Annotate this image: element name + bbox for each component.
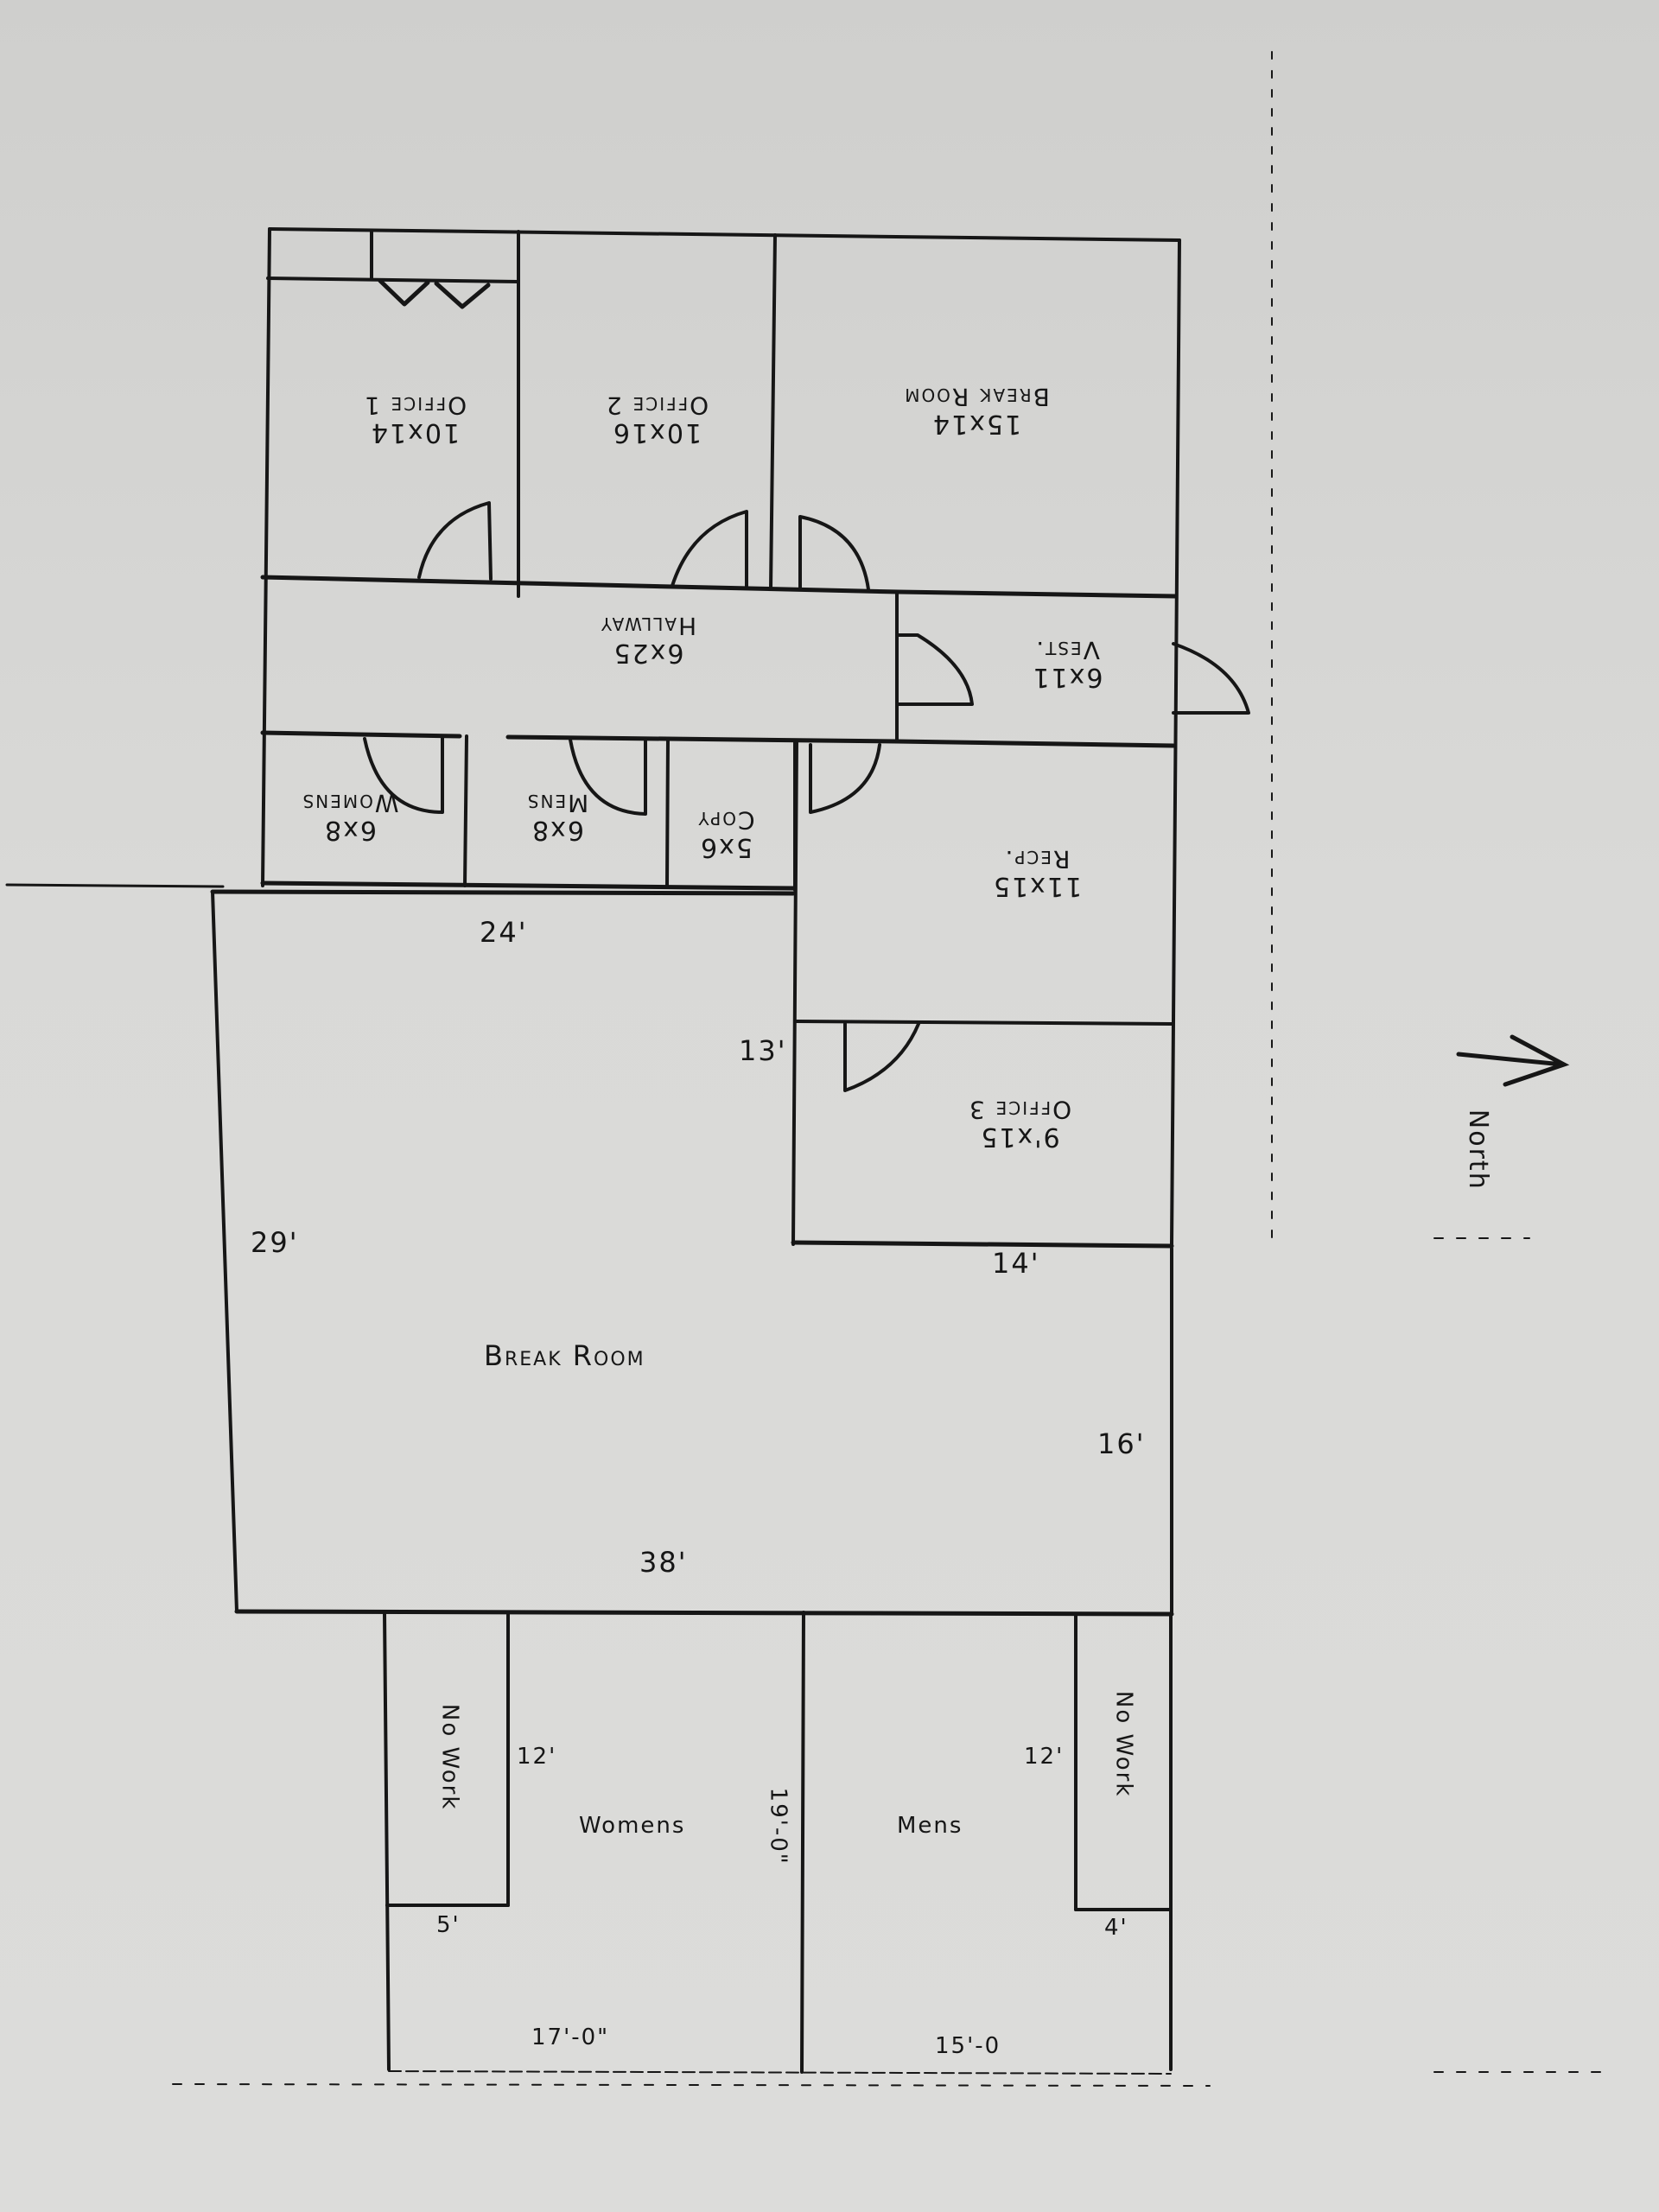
copy-name: Copy [696, 806, 755, 836]
break-room-main-name: Break Room [484, 1339, 645, 1372]
copy-size: 5x6 [699, 831, 753, 862]
office-3-size: 9'x15 [979, 1121, 1060, 1152]
room-womens-large: Womens [579, 1813, 686, 1839]
room-copy: 5x6 Copy [683, 806, 769, 862]
dim-break-right-lower: 16' [1097, 1427, 1146, 1460]
room-office-2: 10x16 Office 2 [588, 391, 726, 448]
upper-wing-walls [260, 51, 1273, 1249]
dim-womens-width: 17'-0" [531, 2024, 610, 2050]
dim-office3-bottom: 14' [992, 1247, 1040, 1280]
mens-small-size: 6x8 [531, 814, 584, 845]
room-vestibule: 6x11 Vest. [1015, 636, 1119, 692]
room-break-room-north: 15x14 Break Room [873, 383, 1080, 439]
north-label: North [1462, 1109, 1493, 1191]
room-reception: 11x15 Recp. [968, 845, 1106, 901]
dim-mens-nowork-height: 12' [1024, 1744, 1065, 1770]
dim-mens-width: 15'-0 [935, 2033, 1001, 2059]
womens-small-name: Womens [301, 789, 399, 818]
room-mens-large: Mens [897, 1813, 963, 1839]
dim-break-bottom: 38' [639, 1546, 688, 1579]
room-office-3: 9'x15 Office 3 [933, 1096, 1106, 1152]
womens-small-size: 6x8 [323, 814, 377, 845]
room-hallway: 6x25 Hallway [570, 612, 726, 668]
room-office-1: 10x14 Office 1 [346, 391, 484, 448]
break-room-north-name: Break Room [903, 383, 1050, 412]
break-room-north-size: 15x14 [931, 408, 1022, 439]
north-arrow-icon [1456, 1034, 1570, 1087]
room-womens-small: 6x8 Womens [285, 789, 415, 845]
closet-bifold-doors [378, 278, 491, 309]
mens-small-name: Mens [525, 789, 589, 818]
vestibule-name: Vest. [1034, 636, 1100, 665]
dim-break-right-upper: 13' [739, 1034, 787, 1067]
restroom-walls [383, 1611, 1173, 2075]
door-swings [363, 501, 1250, 1092]
main-break-room-walls [5, 883, 1174, 1617]
office-2-size: 10x16 [611, 416, 702, 448]
dim-womens-nowork-height: 12' [517, 1744, 557, 1770]
hallway-name: Hallway [599, 612, 697, 641]
office-2-name: Office 2 [604, 391, 709, 421]
room-break-room-main: Break Room [484, 1339, 645, 1372]
reception-name: Recp. [1003, 845, 1071, 874]
office-1-name: Office 1 [362, 391, 467, 421]
dim-break-left: 29' [251, 1226, 299, 1259]
room-no-work-left: No Work [436, 1703, 463, 1811]
room-no-work-right: No Work [1110, 1690, 1137, 1798]
vestibule-size: 6x11 [1031, 661, 1103, 692]
dim-womens-nowork-width: 5' [436, 1912, 461, 1938]
hallway-size: 6x25 [612, 637, 684, 668]
scan-edge-marks [172, 1237, 1608, 2087]
dim-break-top: 24' [480, 916, 528, 949]
dim-womens-depth: 19'-0" [765, 1787, 791, 1866]
office-3-name: Office 3 [967, 1096, 1072, 1125]
reception-size: 11x15 [991, 870, 1083, 901]
dim-mens-nowork-width: 4' [1104, 1915, 1128, 1941]
office-1-size: 10x14 [369, 416, 461, 448]
room-mens-small: 6x8 Mens [497, 789, 618, 845]
